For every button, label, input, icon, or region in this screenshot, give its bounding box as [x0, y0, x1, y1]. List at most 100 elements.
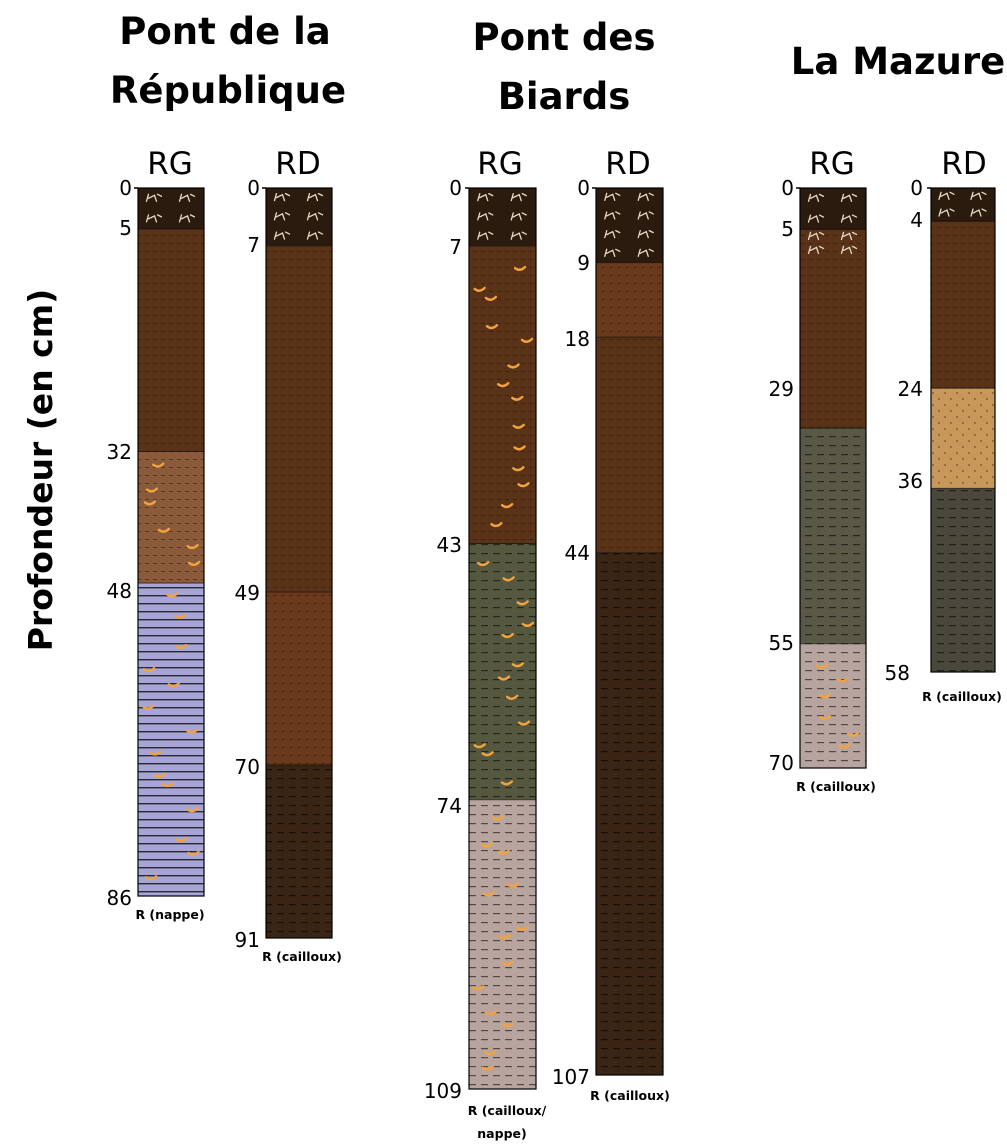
- root-mark: [938, 191, 955, 200]
- root-mark: [637, 192, 654, 201]
- soil-column-rg: [134, 187, 205, 897]
- shell-mark: [187, 560, 201, 566]
- site-title-line-1: La Mazure: [791, 40, 1005, 83]
- shell-mark: [501, 1022, 515, 1028]
- bank-label-rg: RG: [147, 146, 193, 182]
- root-mark: [604, 192, 621, 201]
- shell-mark: [187, 850, 200, 856]
- depth-label: 4: [910, 208, 923, 232]
- root-mark: [477, 192, 494, 202]
- root-mark: [273, 192, 291, 202]
- root-mark: [807, 193, 825, 203]
- shell-mark: [161, 782, 175, 788]
- shell-mark: [473, 743, 486, 749]
- root-mark: [840, 214, 858, 223]
- root-mark: [604, 229, 621, 239]
- shell-mark: [497, 849, 510, 855]
- depth-label: 0: [910, 176, 923, 200]
- shell-mark: [477, 560, 490, 567]
- depth-label: 58: [885, 661, 910, 685]
- shell-mark: [505, 694, 519, 700]
- shell-mark: [482, 891, 495, 897]
- depth-label: 0: [119, 176, 132, 200]
- shell-mark: [186, 543, 199, 550]
- shell-mark: [815, 663, 829, 669]
- shell-mark: [517, 720, 531, 726]
- soil-column-rg: [465, 187, 537, 1090]
- y-axis-label: Profondeur (en cm): [21, 289, 60, 651]
- bottom-note: R (cailloux): [922, 689, 1002, 704]
- shell-mark: [481, 751, 494, 757]
- shell-mark: [145, 487, 159, 493]
- depth-label: 48: [107, 579, 132, 603]
- shell-mark: [157, 527, 171, 533]
- shell-mark: [836, 677, 849, 683]
- root-mark: [938, 208, 955, 217]
- column-outline: [265, 187, 333, 939]
- soil-column-rd: [592, 187, 664, 1076]
- root-mark: [510, 212, 527, 221]
- soil-texture: [800, 428, 866, 644]
- root-mark: [510, 231, 527, 240]
- shell-mark: [165, 592, 179, 598]
- depth-label: 29: [769, 377, 794, 401]
- soil-column-rd: [262, 187, 333, 939]
- root-mark: [178, 214, 196, 223]
- shell-mark: [500, 503, 514, 509]
- depth-label: 0: [449, 176, 462, 200]
- shell-mark: [153, 772, 166, 778]
- depth-label: 109: [424, 1079, 462, 1103]
- depth-label: 32: [107, 440, 132, 464]
- shell-mark: [838, 743, 851, 749]
- shell-mark: [496, 382, 510, 388]
- shell-mark: [506, 882, 519, 888]
- depth-label: 91: [235, 928, 260, 952]
- soil-texture: [931, 488, 995, 672]
- soil-texture: [138, 229, 204, 452]
- shell-mark: [513, 265, 527, 271]
- soil-column-rg: [796, 187, 867, 769]
- site-title-line-2: République: [110, 69, 346, 112]
- root-mark: [807, 231, 825, 241]
- shell-mark: [520, 337, 534, 343]
- shell-mark: [500, 960, 514, 966]
- shell-mark: [846, 731, 860, 737]
- root-mark: [306, 231, 324, 240]
- shell-mark: [502, 576, 515, 582]
- soil-texture: [800, 229, 866, 429]
- root-mark: [637, 211, 654, 220]
- column-outline: [595, 187, 664, 1076]
- depth-label: 7: [449, 235, 462, 259]
- soil-texture: [800, 643, 866, 768]
- soil-texture: [596, 552, 663, 1075]
- soil-texture: [266, 591, 332, 765]
- shell-mark: [484, 1010, 498, 1016]
- depth-label: 24: [898, 377, 923, 401]
- bottom-note: R (cailloux): [796, 779, 876, 794]
- soil-texture: [266, 764, 332, 938]
- shell-mark: [142, 666, 156, 673]
- soil-texture: [469, 799, 536, 1089]
- shell-mark: [513, 445, 526, 451]
- depth-label: 107: [552, 1065, 590, 1089]
- site-la-mazure: La Mazure RG 0 5 29 55 70 R (cailloux) R…: [769, 40, 1006, 794]
- root-mark: [604, 248, 621, 257]
- soil-texture: [596, 262, 663, 338]
- bottom-note: R (cailloux): [262, 949, 342, 964]
- depth-label: 0: [247, 176, 260, 200]
- shell-mark: [490, 521, 503, 528]
- bottom-note: R (nappe): [135, 907, 204, 922]
- depth-label: 5: [781, 217, 794, 241]
- shell-mark: [174, 643, 188, 649]
- root-mark: [840, 193, 858, 203]
- depth-label: 74: [437, 794, 462, 818]
- shell-mark: [516, 925, 529, 932]
- root-mark: [477, 231, 494, 240]
- shell-mark: [149, 750, 162, 756]
- bank-label-rd: RD: [275, 146, 320, 182]
- bottom-note: R (cailloux): [590, 1088, 670, 1103]
- shell-mark: [473, 286, 486, 292]
- bank-label-rd: RD: [605, 146, 650, 182]
